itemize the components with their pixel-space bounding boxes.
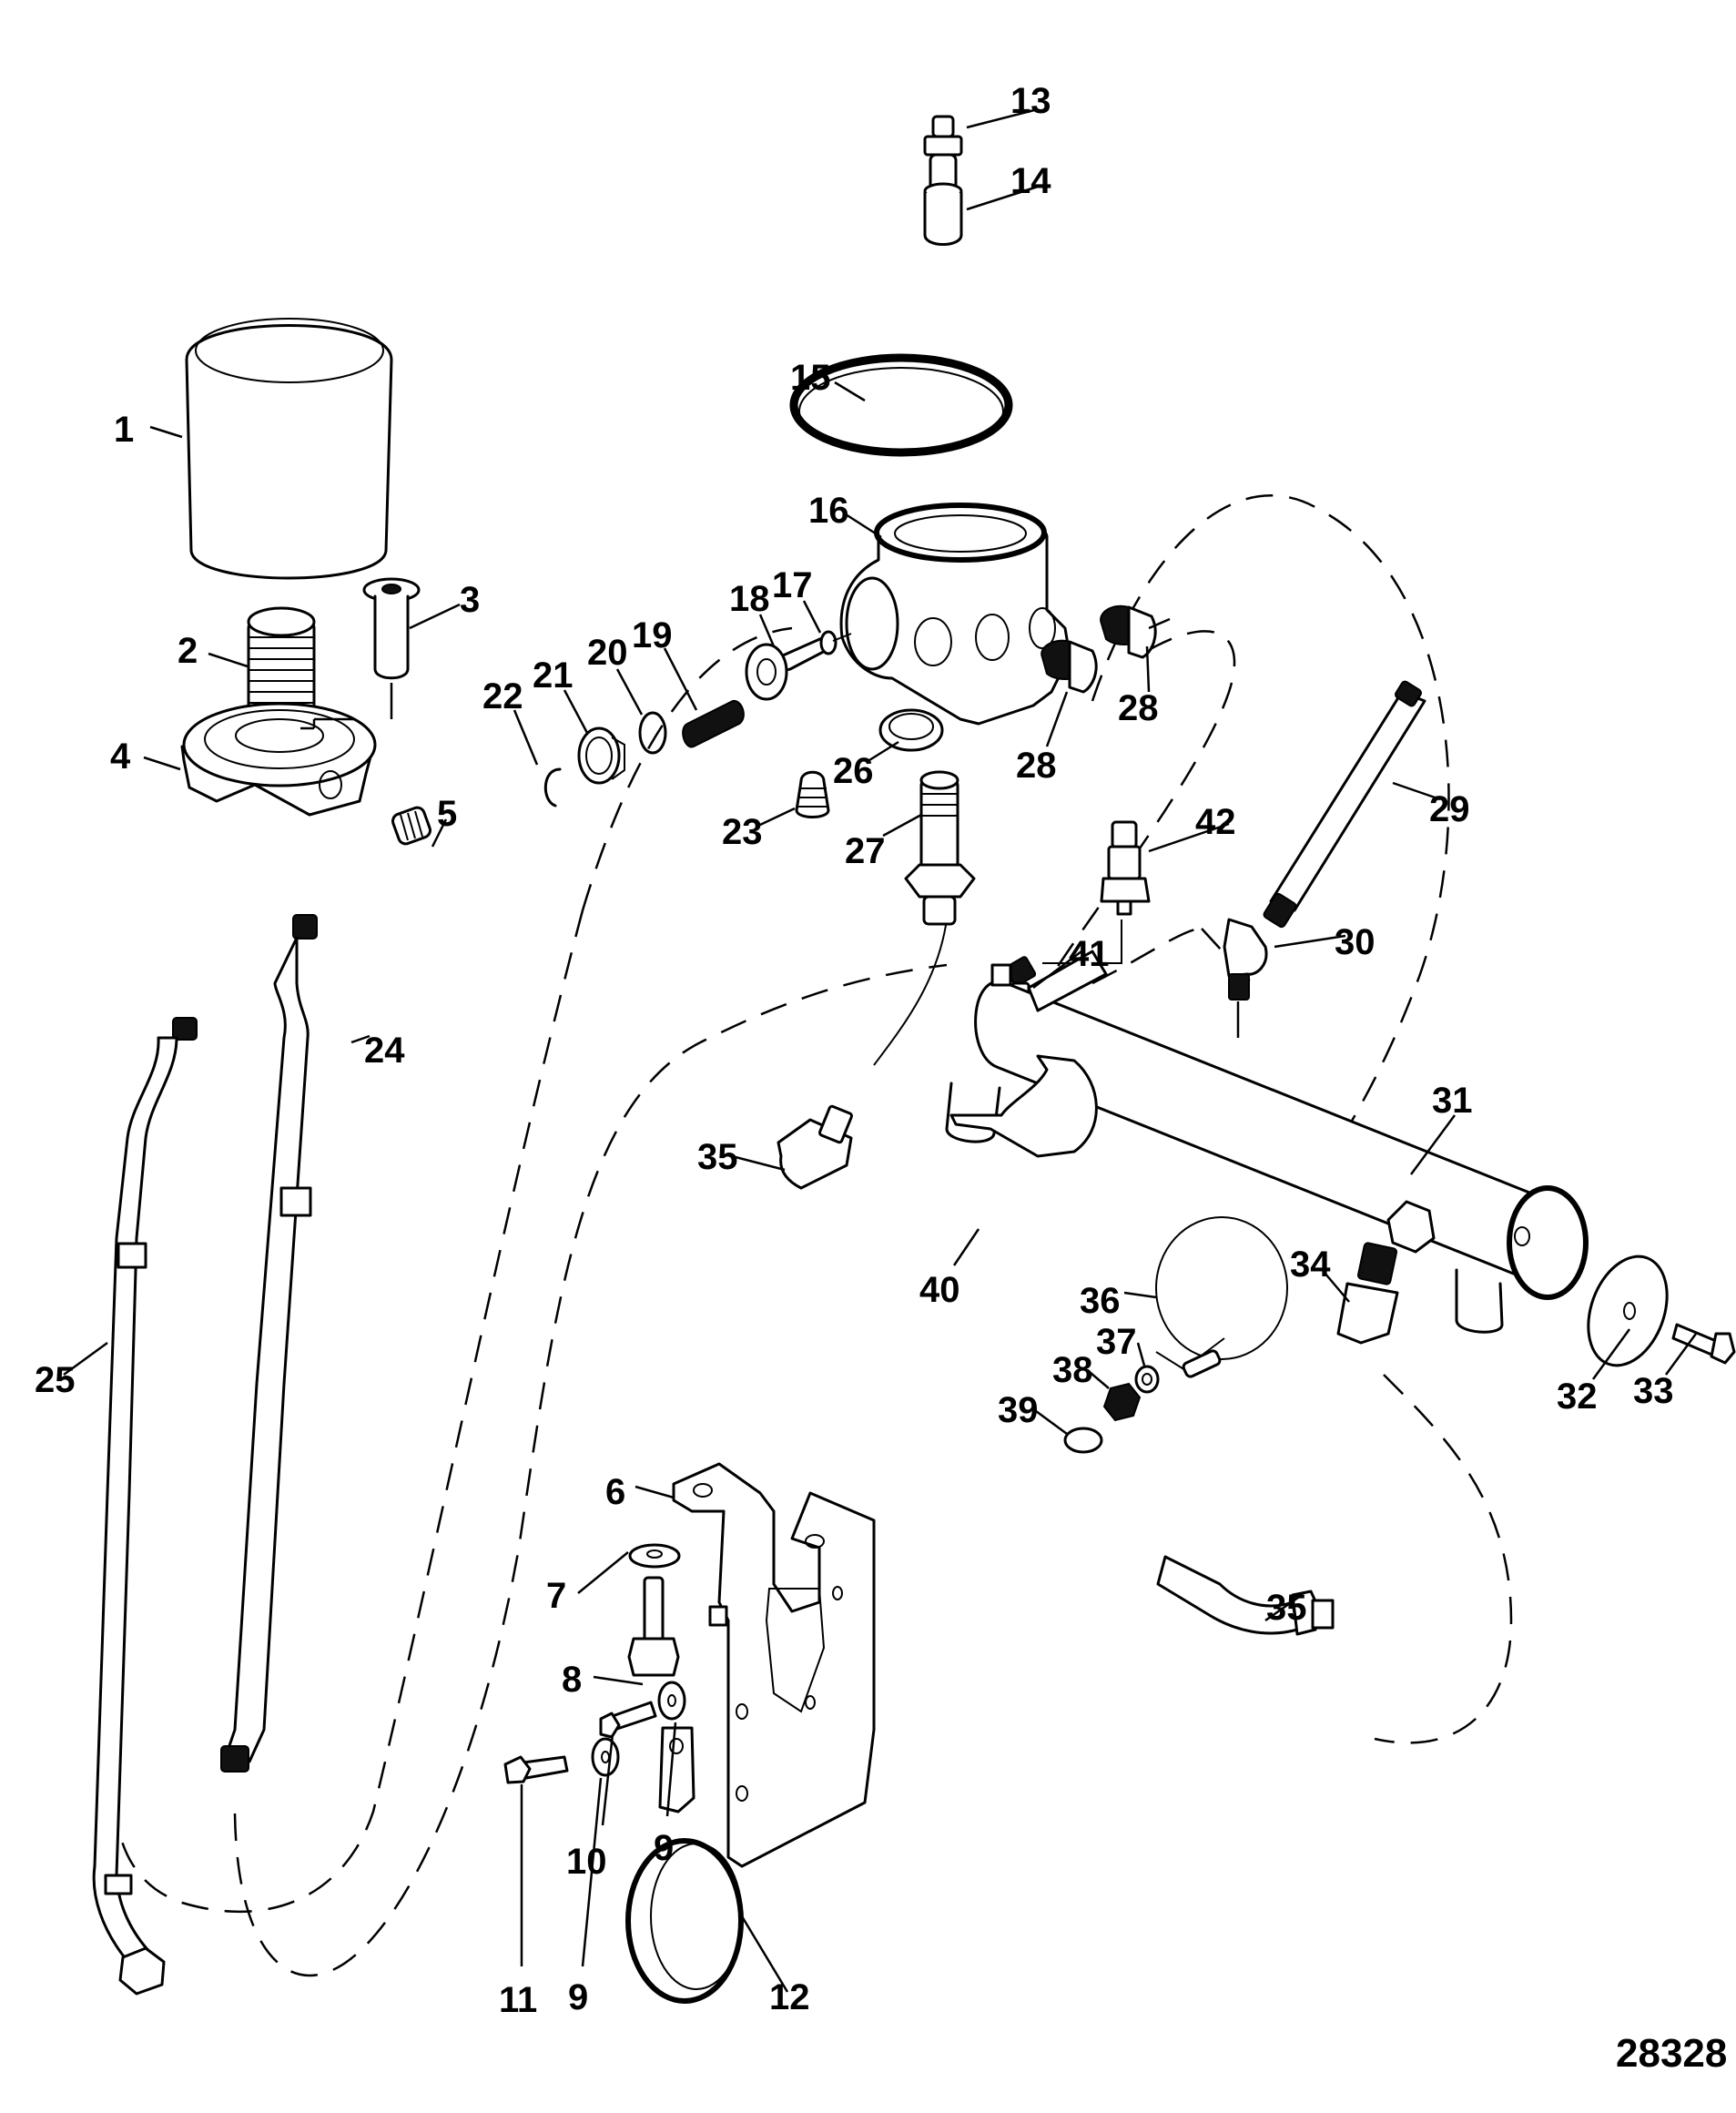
part-filter-adapter-housing[interactable] bbox=[180, 702, 377, 817]
callout-7: 7 bbox=[546, 1576, 566, 1616]
callout-27: 27 bbox=[845, 831, 886, 871]
callout-25: 25 bbox=[35, 1360, 76, 1400]
part-seal-26[interactable] bbox=[878, 708, 944, 752]
part-screw-10[interactable] bbox=[599, 1701, 657, 1739]
part-washer-18[interactable] bbox=[745, 643, 788, 701]
callout-33: 33 bbox=[1633, 1371, 1674, 1411]
part-filter-sleeve[interactable] bbox=[362, 577, 421, 680]
callout-10: 10 bbox=[566, 1842, 607, 1882]
part-elbow-fitting-34[interactable] bbox=[1336, 1242, 1399, 1345]
callout-2: 2 bbox=[178, 631, 198, 671]
callout-35a: 35 bbox=[697, 1137, 738, 1177]
part-hose-end-35b[interactable] bbox=[1156, 1555, 1335, 1636]
callout-41: 41 bbox=[1069, 934, 1110, 974]
callout-40: 40 bbox=[919, 1270, 960, 1310]
callout-11: 11 bbox=[499, 1980, 537, 2020]
callout-24: 24 bbox=[364, 1031, 405, 1071]
part-pipe-plug[interactable] bbox=[391, 806, 431, 846]
part-bracket-40[interactable] bbox=[949, 1054, 1098, 1158]
part-clamp-strap[interactable] bbox=[625, 1726, 744, 2004]
part-plug-21[interactable] bbox=[577, 726, 625, 785]
part-washer-37[interactable] bbox=[1134, 1365, 1160, 1394]
callout-12: 12 bbox=[769, 1977, 810, 2017]
part-screw-33[interactable] bbox=[1671, 1323, 1736, 1365]
routing-line-large-loop bbox=[115, 494, 1450, 1914]
part-elbow-fitting-28a[interactable] bbox=[1041, 639, 1098, 694]
part-dipstick-tube-25[interactable] bbox=[92, 1017, 198, 1996]
part-hex-bolt-8[interactable] bbox=[627, 1576, 680, 1677]
callout-1: 1 bbox=[114, 410, 134, 450]
part-spring[interactable] bbox=[682, 699, 745, 748]
callout-39: 39 bbox=[998, 1390, 1039, 1430]
callout-36: 36 bbox=[1080, 1281, 1121, 1321]
callout-38: 38 bbox=[1052, 1350, 1093, 1390]
part-hose-clamp-36[interactable] bbox=[1155, 1216, 1288, 1378]
part-nut-38[interactable] bbox=[1102, 1382, 1142, 1422]
part-washer-9b[interactable] bbox=[591, 1737, 620, 1777]
callout-labels: 1 2 3 4 5 6 7 8 9 10 11 9 12 13 14 15 16… bbox=[35, 81, 1674, 2020]
part-mounting-bracket[interactable] bbox=[672, 1462, 876, 1868]
callout-8: 8 bbox=[562, 1660, 582, 1700]
callout-4: 4 bbox=[110, 737, 131, 777]
part-pressure-sender-42[interactable] bbox=[1100, 820, 1151, 916]
callout-42: 42 bbox=[1195, 802, 1236, 842]
part-oil-filter[interactable] bbox=[185, 318, 393, 580]
part-o-ring[interactable] bbox=[638, 711, 667, 755]
callout-3: 3 bbox=[460, 580, 480, 620]
part-pipe-plug-23[interactable] bbox=[795, 770, 830, 818]
callout-20: 20 bbox=[587, 633, 628, 673]
leader-lines bbox=[63, 107, 1698, 1993]
callout-28b: 28 bbox=[1118, 688, 1159, 728]
callout-30: 30 bbox=[1335, 922, 1376, 962]
callout-9a: 9 bbox=[654, 1828, 674, 1868]
callout-34: 34 bbox=[1290, 1244, 1331, 1285]
callout-13: 13 bbox=[1010, 81, 1051, 121]
part-seal-ring[interactable] bbox=[789, 353, 1013, 457]
callout-22: 22 bbox=[482, 676, 523, 716]
callout-14: 14 bbox=[1010, 161, 1051, 201]
part-screw-11[interactable] bbox=[503, 1755, 569, 1784]
part-valve-housing[interactable] bbox=[839, 503, 1071, 726]
part-hose-end-35a[interactable] bbox=[777, 1104, 854, 1190]
callout-9b: 9 bbox=[568, 1977, 588, 2017]
part-washer-32[interactable] bbox=[1574, 1245, 1681, 1376]
callout-31: 31 bbox=[1432, 1081, 1473, 1121]
callout-29: 29 bbox=[1429, 789, 1470, 829]
part-elbow-fitting-30[interactable] bbox=[1223, 918, 1268, 1001]
callout-37: 37 bbox=[1096, 1322, 1137, 1362]
part-valve-plunger[interactable] bbox=[779, 630, 852, 671]
callout-16: 16 bbox=[808, 491, 849, 531]
callout-19: 19 bbox=[632, 615, 673, 655]
callout-35b: 35 bbox=[1266, 1588, 1307, 1628]
part-nipple-27[interactable] bbox=[904, 770, 976, 926]
part-threaded-adapter[interactable] bbox=[247, 606, 316, 716]
routing-line-fitting28 bbox=[1045, 630, 1236, 984]
routing-lines bbox=[115, 494, 1513, 1977]
part-elbow-fitting-28b[interactable] bbox=[1100, 604, 1157, 659]
callout-23: 23 bbox=[722, 812, 763, 852]
part-retaining-ring[interactable] bbox=[543, 767, 562, 808]
callout-18: 18 bbox=[729, 579, 770, 619]
callout-5: 5 bbox=[437, 794, 457, 834]
routing-line-34-35 bbox=[1374, 1374, 1513, 1744]
part-hose-29[interactable] bbox=[1263, 680, 1426, 929]
callout-6: 6 bbox=[605, 1472, 625, 1512]
part-fitting-13[interactable] bbox=[923, 115, 963, 195]
figure-number: 28328 bbox=[1616, 2031, 1727, 2076]
callout-28a: 28 bbox=[1016, 746, 1057, 786]
part-cap-39[interactable] bbox=[1063, 1427, 1103, 1454]
routing-line-tube24-loop bbox=[233, 963, 948, 1977]
callout-21: 21 bbox=[533, 655, 574, 696]
part-washer-9a[interactable] bbox=[657, 1681, 686, 1721]
callout-17: 17 bbox=[772, 565, 813, 605]
part-dipstick-tube-24[interactable] bbox=[220, 914, 318, 1773]
part-washer-7[interactable] bbox=[628, 1543, 681, 1569]
part-sleeve-14[interactable] bbox=[923, 182, 963, 246]
callout-26: 26 bbox=[833, 751, 874, 791]
callout-32: 32 bbox=[1557, 1376, 1598, 1417]
callout-15: 15 bbox=[790, 358, 831, 398]
part-oil-cooler[interactable] bbox=[945, 950, 1589, 1334]
leader-27-hose bbox=[873, 919, 948, 1066]
